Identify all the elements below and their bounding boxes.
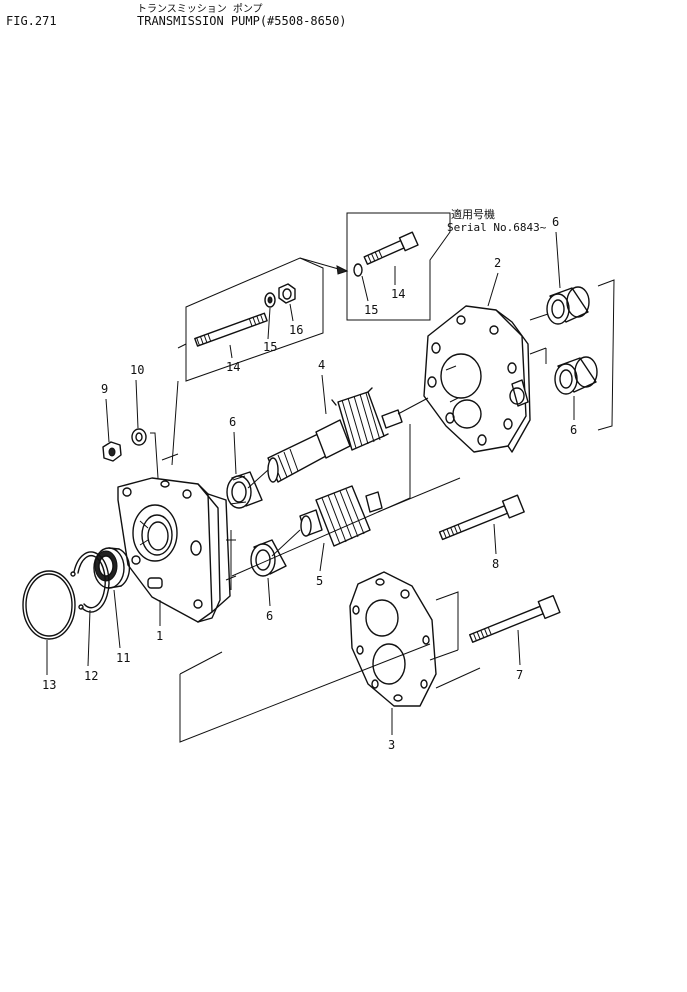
callout-3: 3	[388, 738, 395, 752]
bolt-8	[438, 494, 525, 541]
serial-note: Serial No.6843~	[447, 221, 547, 234]
driven-gear-5	[299, 485, 383, 547]
o-ring-13	[22, 570, 76, 640]
callout-11: 11	[116, 651, 130, 665]
inset-box-bolt-assembly	[185, 257, 324, 382]
pump-front-housing	[117, 477, 237, 623]
callout-6-lower: 6	[266, 609, 273, 623]
washer-10	[131, 428, 147, 446]
callout-2: 2	[494, 256, 501, 270]
callout-9: 9	[101, 382, 108, 396]
page-title: TRANSMISSION PUMP(#5508-8650)	[137, 14, 347, 28]
callout-4: 4	[318, 358, 325, 372]
callout-14: 14	[226, 360, 240, 374]
callout-6: 6	[229, 415, 236, 429]
nut-9	[102, 441, 122, 462]
bolt-7	[469, 594, 561, 643]
callout-15: 15	[263, 340, 277, 354]
callout-5: 5	[316, 574, 323, 588]
inset-box-serial-variant	[346, 212, 451, 321]
callout-10: 10	[130, 363, 144, 377]
callout-15-variant: 15	[364, 303, 378, 317]
callout-6-upper-right: 6	[552, 215, 559, 229]
snap-ring-12	[70, 551, 110, 613]
rear-cover-3	[349, 571, 437, 707]
oil-seal-11	[93, 547, 131, 589]
callout-16: 16	[289, 323, 303, 337]
needle-bearing-6-right	[554, 356, 598, 395]
drive-gear-shaft-4	[267, 387, 403, 483]
callout-14-variant: 14	[391, 287, 405, 301]
page-title-japanese: トランスミッション ポンプ	[137, 4, 263, 15]
callout-7: 7	[516, 668, 523, 682]
needle-bearing-6-lower	[250, 539, 287, 577]
figure-number: FIG.271	[6, 14, 57, 28]
needle-bearing-6-upper	[226, 471, 263, 509]
serial-note-japanese: 適用号機	[451, 207, 495, 221]
callout-13: 13	[42, 678, 56, 692]
callout-8: 8	[492, 557, 499, 571]
gear-case-2	[423, 305, 531, 453]
callout-6-right: 6	[570, 423, 577, 437]
callout-12: 12	[84, 669, 98, 683]
assembly-leader-lines	[161, 313, 549, 743]
callout-1: 1	[156, 629, 163, 643]
needle-bearing-6-upper-right	[546, 286, 590, 325]
